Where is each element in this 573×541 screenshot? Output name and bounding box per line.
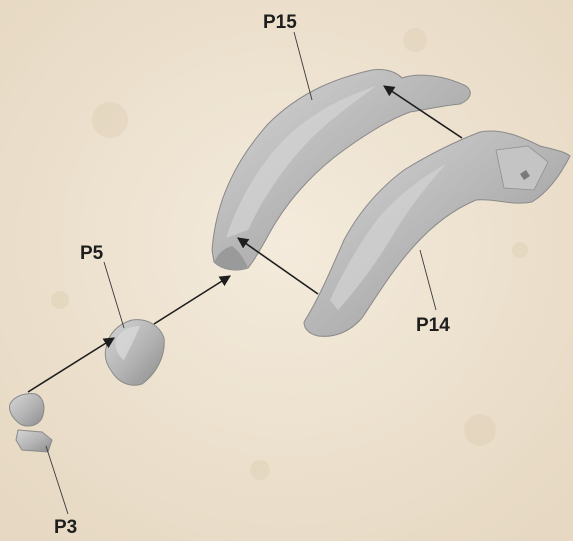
label-p14: P14 [416, 315, 450, 336]
label-p15: P15 [263, 12, 297, 33]
label-p3: P3 [54, 517, 77, 538]
label-p5: P5 [80, 243, 104, 264]
